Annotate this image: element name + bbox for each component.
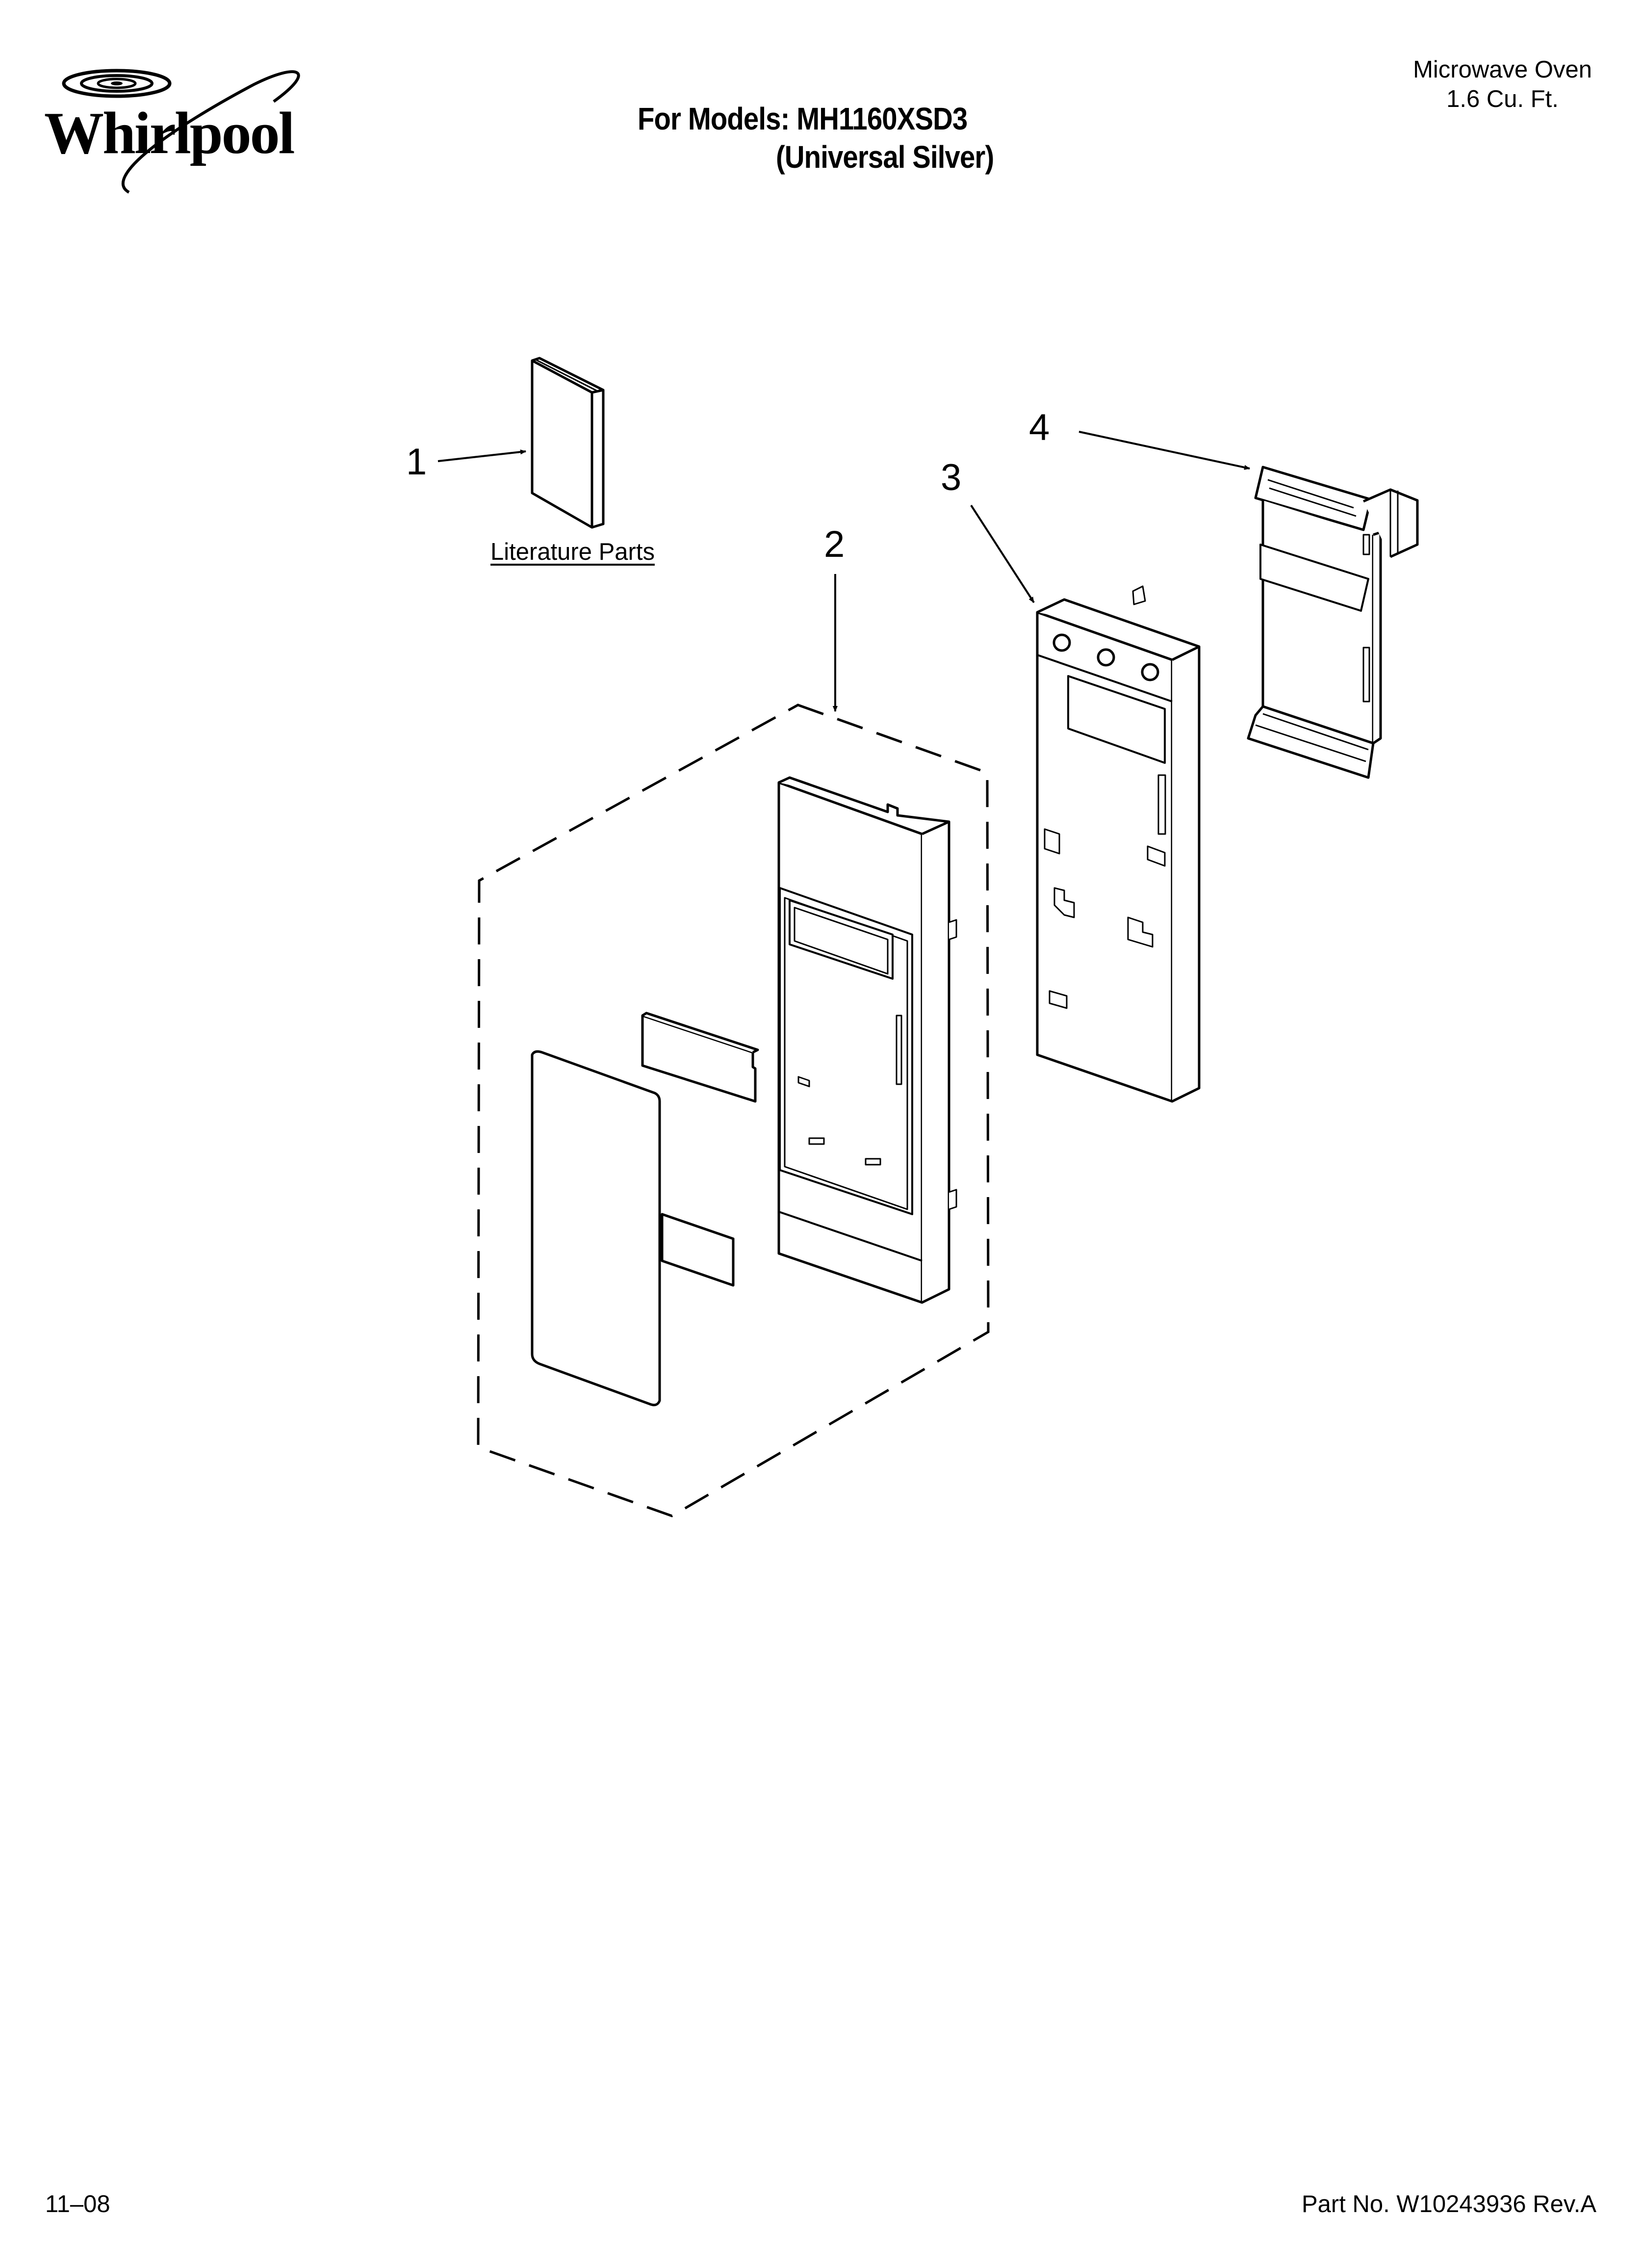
brand-logo: Whirlpool	[43, 55, 328, 202]
assembly-dashed-outline	[477, 704, 990, 1517]
leader-3	[970, 504, 1035, 602]
part-4-control-board[interactable]	[1247, 466, 1419, 779]
page-title: For Models: MH1160XSD3	[638, 101, 968, 136]
callout-4: 4	[1029, 407, 1050, 448]
leader-4	[1078, 431, 1250, 469]
callout-3: 3	[941, 457, 962, 498]
page-subtitle: (Universal Silver)	[776, 139, 994, 175]
date-code: 11–08	[45, 2191, 110, 2217]
callout-1: 1	[406, 441, 427, 483]
literature-parts-label[interactable]: Literature Parts	[490, 539, 655, 565]
callout-2: 2	[824, 523, 845, 565]
whirlpool-swirl-icon: Whirlpool	[44, 69, 300, 194]
brand-wordmark: Whirlpool	[44, 100, 294, 166]
part-1-literature-booklet[interactable]	[531, 357, 605, 529]
leader-1	[437, 451, 526, 462]
product-capacity: 1.6 Cu. Ft.	[1446, 86, 1559, 112]
part-2-control-panel-assembly[interactable]	[477, 704, 990, 1517]
product-type: Microwave Oven	[1413, 56, 1592, 83]
part-3-panel-back-plate[interactable]	[1036, 585, 1201, 1103]
callout-leader-lines	[437, 431, 1250, 711]
product-description: Microwave Oven 1.6 Cu. Ft.	[1413, 55, 1592, 114]
part-number: Part No. W10243936 Rev.A	[1301, 2191, 1596, 2217]
